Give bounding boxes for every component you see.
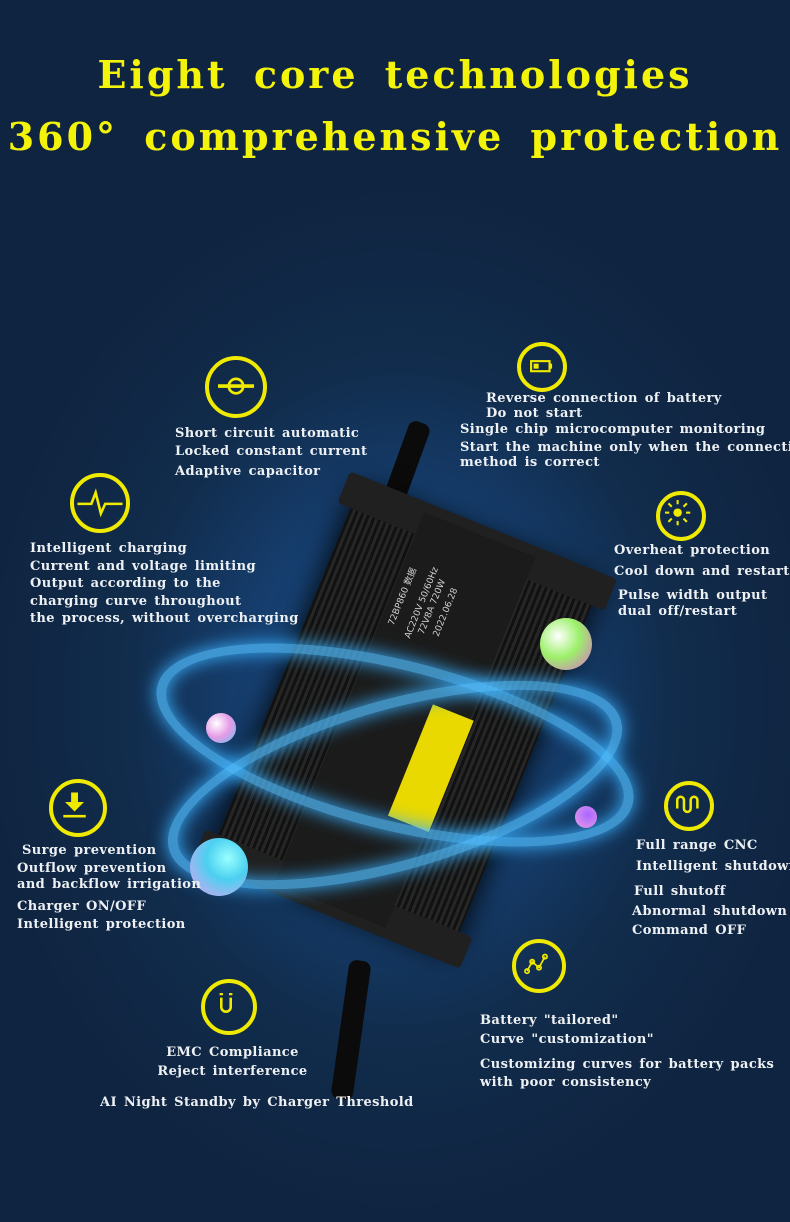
feature-line: Single chip microcomputer monitoring bbox=[460, 422, 766, 437]
feature-line: Abnormal shutdown bbox=[632, 904, 788, 919]
feature-line: Battery "tailored" bbox=[480, 1013, 619, 1028]
feature-line: Overheat protection bbox=[614, 543, 771, 558]
feature-overheat: Overheat protection Cool down and restar… bbox=[614, 543, 790, 620]
feature-line: Short circuit automatic bbox=[175, 426, 360, 441]
decorative-sphere bbox=[540, 618, 592, 670]
feature-line: Curve "customization" bbox=[480, 1032, 654, 1047]
feature-line: with poor consistency bbox=[480, 1075, 652, 1090]
feature-line: Reject interference bbox=[157, 1064, 308, 1079]
sun-icon bbox=[656, 491, 706, 541]
feature-line: the process, without overcharging bbox=[30, 611, 299, 626]
headline-line2: 360° comprehensive protection bbox=[7, 114, 783, 159]
feature-line: Cool down and restart bbox=[614, 564, 790, 579]
feature-line: Intelligent charging bbox=[30, 541, 188, 556]
feature-line: Full shutoff bbox=[634, 884, 726, 899]
feature-line: Intelligent shutdown bbox=[636, 859, 790, 874]
decorative-sphere bbox=[206, 713, 236, 743]
feature-line: Pulse width output bbox=[618, 588, 768, 603]
curve-icon bbox=[512, 939, 566, 993]
feature-full-range-cnc: Full range CNC Intelligent shutdown Full… bbox=[632, 838, 790, 939]
feature-line: Outflow prevention bbox=[17, 861, 167, 876]
feature-line: charging curve throughout bbox=[30, 593, 242, 609]
decorative-sphere bbox=[190, 838, 248, 896]
feature-emc: EMC Compliance Reject interference bbox=[110, 1045, 355, 1080]
short-circuit-icon bbox=[205, 356, 267, 418]
feature-line: Do not start bbox=[486, 406, 583, 421]
feature-battery-tailored: Battery "tailored" Curve "customization"… bbox=[480, 1013, 774, 1091]
feature-surge: Surge prevention Outflow prevention and … bbox=[17, 843, 201, 933]
magnet-icon bbox=[201, 979, 257, 1035]
feature-line: EMC Compliance bbox=[166, 1045, 299, 1060]
feature-line: and backflow irrigation bbox=[17, 877, 202, 892]
feature-line: Reverse connection of battery bbox=[486, 391, 722, 406]
decorative-sphere bbox=[575, 806, 597, 828]
feature-line: Customizing curves for battery packs bbox=[480, 1057, 775, 1072]
feature-line: method is correct bbox=[460, 455, 600, 470]
feature-line: Charger ON/OFF bbox=[17, 899, 147, 914]
feature-intelligent-charging: Intelligent charging Current and voltage… bbox=[30, 540, 299, 628]
feature-line: dual off/restart bbox=[618, 604, 738, 619]
headline-line1: Eight core technologies bbox=[97, 52, 693, 97]
feature-line: Start the machine only when the connecti… bbox=[460, 440, 790, 455]
feature-reverse-battery: Reverse connection of battery Do not sta… bbox=[460, 391, 790, 471]
battery-icon bbox=[517, 342, 567, 392]
feature-line: Current and voltage limiting bbox=[30, 558, 256, 574]
feature-line: Adaptive capacitor bbox=[175, 464, 321, 479]
heartbeat-icon bbox=[70, 473, 130, 533]
feature-short-circuit: Short circuit automatic Locked constant … bbox=[175, 426, 367, 480]
feature-ai-night-standby: AI Night Standby by Charger Threshold bbox=[100, 1095, 414, 1110]
download-icon bbox=[49, 779, 107, 837]
feature-line: Intelligent protection bbox=[17, 917, 186, 932]
feature-line: Command OFF bbox=[632, 923, 747, 938]
feature-line: Full range CNC bbox=[636, 838, 758, 853]
wave-icon bbox=[664, 781, 714, 831]
feature-line: Output according to the bbox=[30, 576, 221, 591]
feature-line: Locked constant current bbox=[175, 444, 368, 459]
feature-line: Surge prevention bbox=[22, 843, 157, 858]
